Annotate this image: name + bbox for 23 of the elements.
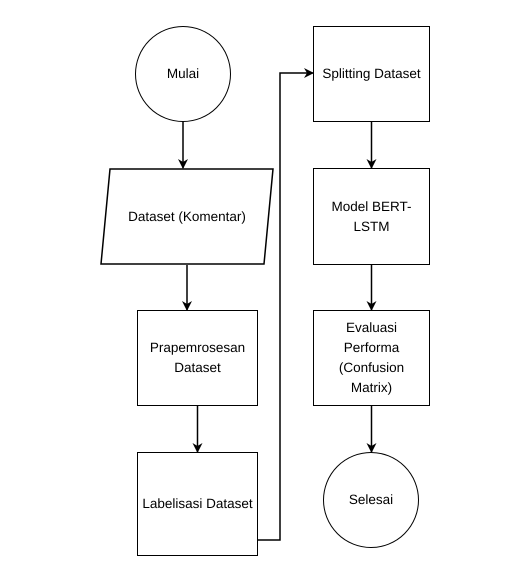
process-box (313, 26, 430, 122)
arrow (366, 265, 376, 311)
node-label: Prapemrosesan Dataset (148, 339, 246, 377)
arrow (182, 265, 192, 311)
arrow (258, 68, 314, 541)
data-parallelogram (100, 168, 274, 265)
node-label: Labelisasi Dataset (141, 495, 254, 513)
arrow (366, 122, 376, 169)
arrow (192, 406, 202, 453)
arrow (366, 406, 376, 453)
process-box (313, 310, 430, 406)
node-label: Splitting Dataset (321, 65, 422, 83)
node-label: Evaluasi Performa (Confusion Matrix) (338, 319, 406, 397)
process-box (137, 310, 258, 406)
node-label: Dataset (Komentar) (127, 208, 247, 226)
process-box (313, 168, 430, 265)
node-label: Selesai (348, 491, 394, 509)
end-terminal (323, 452, 419, 548)
node-label: Mulai (166, 65, 200, 83)
process-box (137, 452, 258, 556)
start-terminal (135, 26, 231, 122)
node-label: Model BERT-LSTM (330, 198, 413, 236)
arrow (178, 122, 188, 169)
